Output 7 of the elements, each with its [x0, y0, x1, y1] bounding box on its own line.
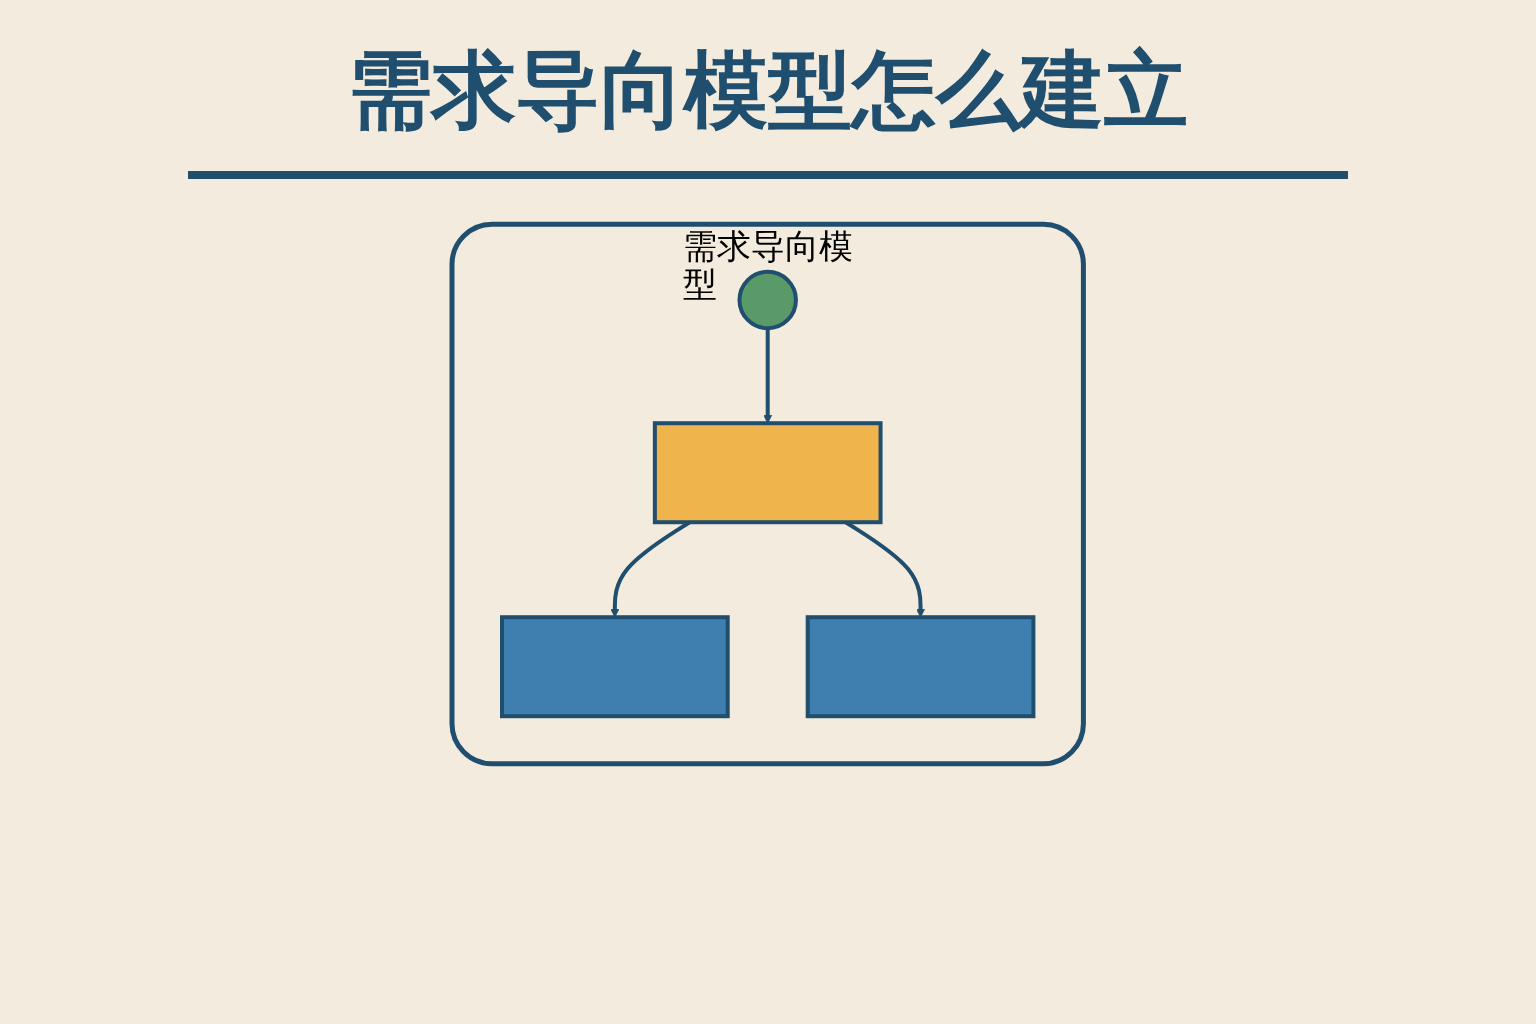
node-box — [500, 615, 730, 718]
node-circle — [737, 269, 799, 330]
arrow — [763, 328, 773, 424]
title: 需求导向模型怎么建立 — [347, 40, 1189, 141]
node-box — [806, 615, 1036, 718]
cluster: 需求导向模型 — [449, 221, 1087, 766]
node-box — [653, 421, 883, 524]
